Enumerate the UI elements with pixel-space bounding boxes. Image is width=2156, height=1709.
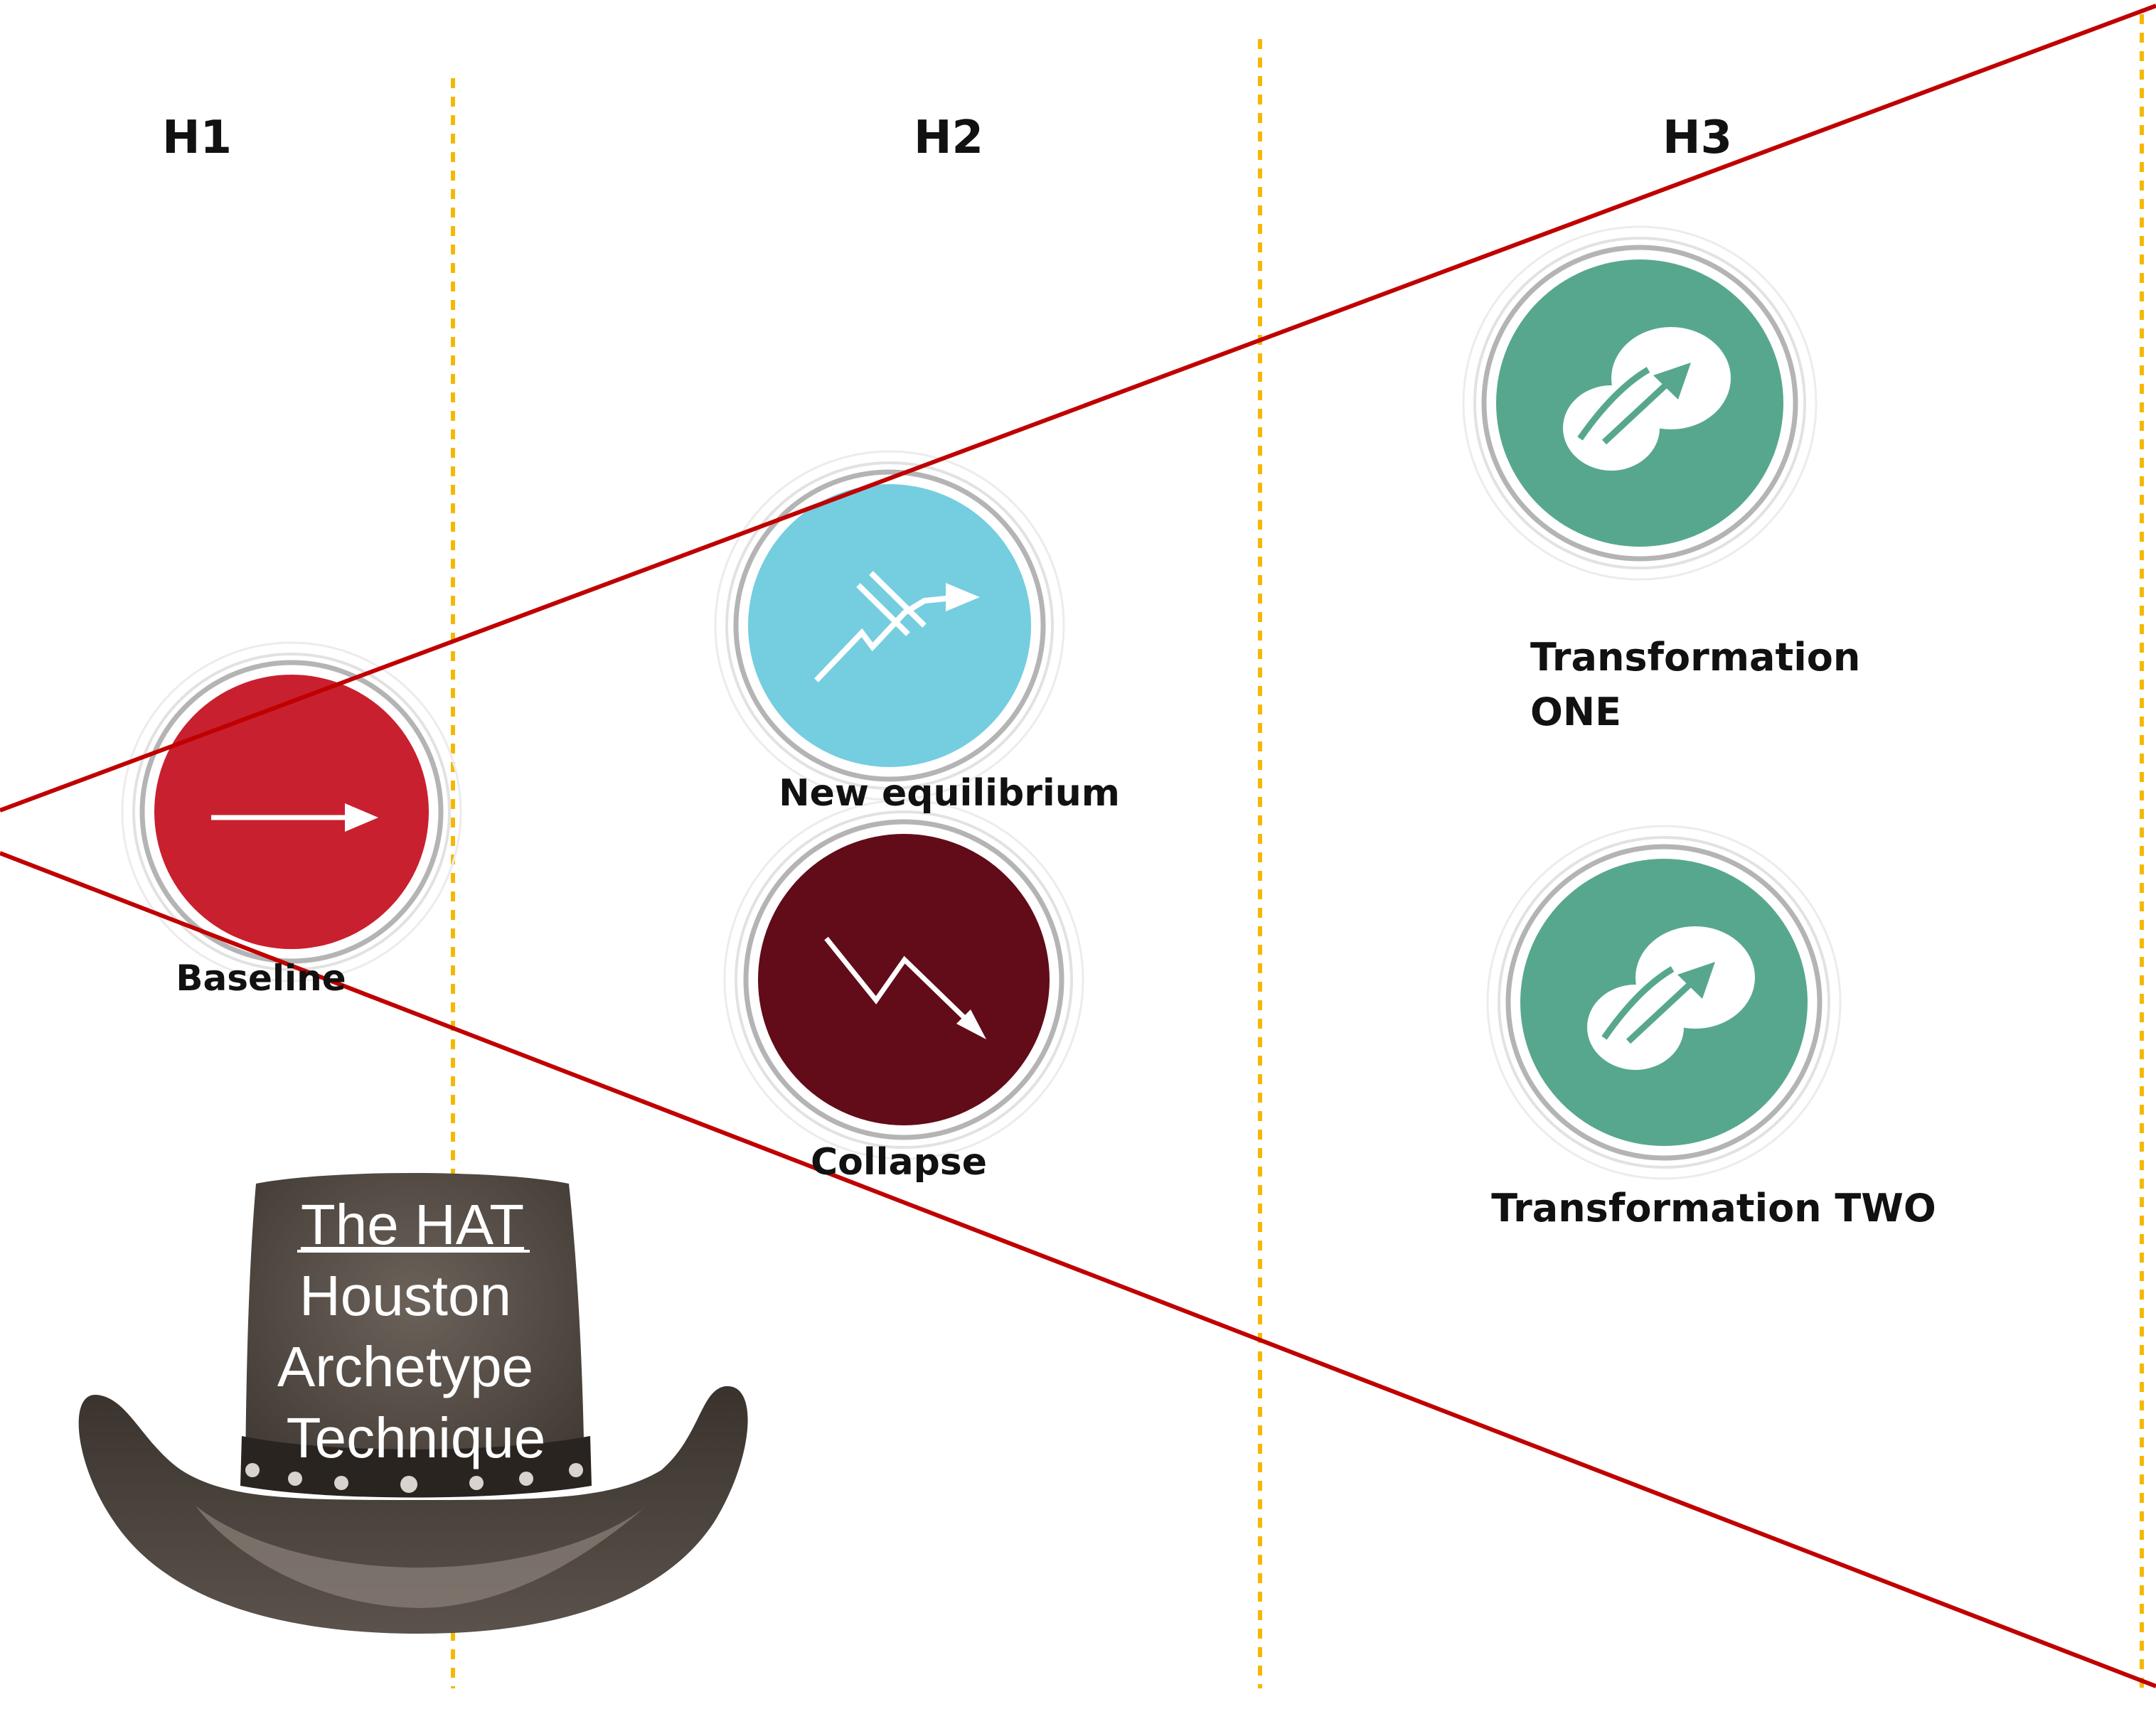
archetype-baseline — [121, 641, 462, 982]
hat-line-technique: Technique — [287, 1406, 546, 1469]
right-arrow-icon — [211, 803, 378, 832]
hat-brim — [78, 1386, 748, 1634]
new-equilibrium-label: New equilibrium — [779, 772, 1120, 815]
baseline-label: Baseline — [176, 958, 346, 999]
hat-line-archetype: Archetype — [277, 1335, 533, 1398]
transformation-one-label-line1: Transformation — [1530, 635, 1860, 680]
plateau-arrow-icon — [814, 571, 980, 682]
horizon-label-h1: H1 — [162, 112, 232, 164]
hat-band-studs — [245, 1463, 583, 1493]
archetype-new-equilibrium — [714, 450, 1065, 801]
archetype-transformation-two — [1486, 825, 1842, 1180]
archetype-transformation-one — [1462, 225, 1818, 581]
horizon-dividers — [451, 14, 2144, 1688]
transformation-two-label: Transformation TWO — [1491, 1186, 1936, 1231]
cone-lower-line — [0, 851, 2156, 1688]
baseline-disc — [154, 675, 429, 949]
transformation-icon — [1563, 327, 1731, 471]
futures-cone — [0, 4, 2156, 1688]
decline-arrow-icon — [824, 936, 986, 1039]
transformation-icon — [1587, 926, 1755, 1070]
collapse-label: Collapse — [811, 1141, 987, 1184]
archetype-collapse — [723, 799, 1084, 1160]
hat-title: The HAT — [301, 1193, 524, 1256]
horizon-label-h3: H3 — [1663, 112, 1732, 164]
hat-illustration: The HAT Houston Archetype Technique — [78, 1173, 748, 1634]
collapse-disc — [758, 834, 1050, 1125]
hat-crown — [245, 1173, 585, 1496]
cone-upper-line — [0, 4, 2156, 813]
horizon-label-h2: H2 — [914, 112, 983, 164]
transformation-one-label-line2: ONE — [1530, 690, 1621, 734]
hat-band — [240, 1436, 592, 1498]
hat-line-houston: Houston — [299, 1264, 511, 1327]
